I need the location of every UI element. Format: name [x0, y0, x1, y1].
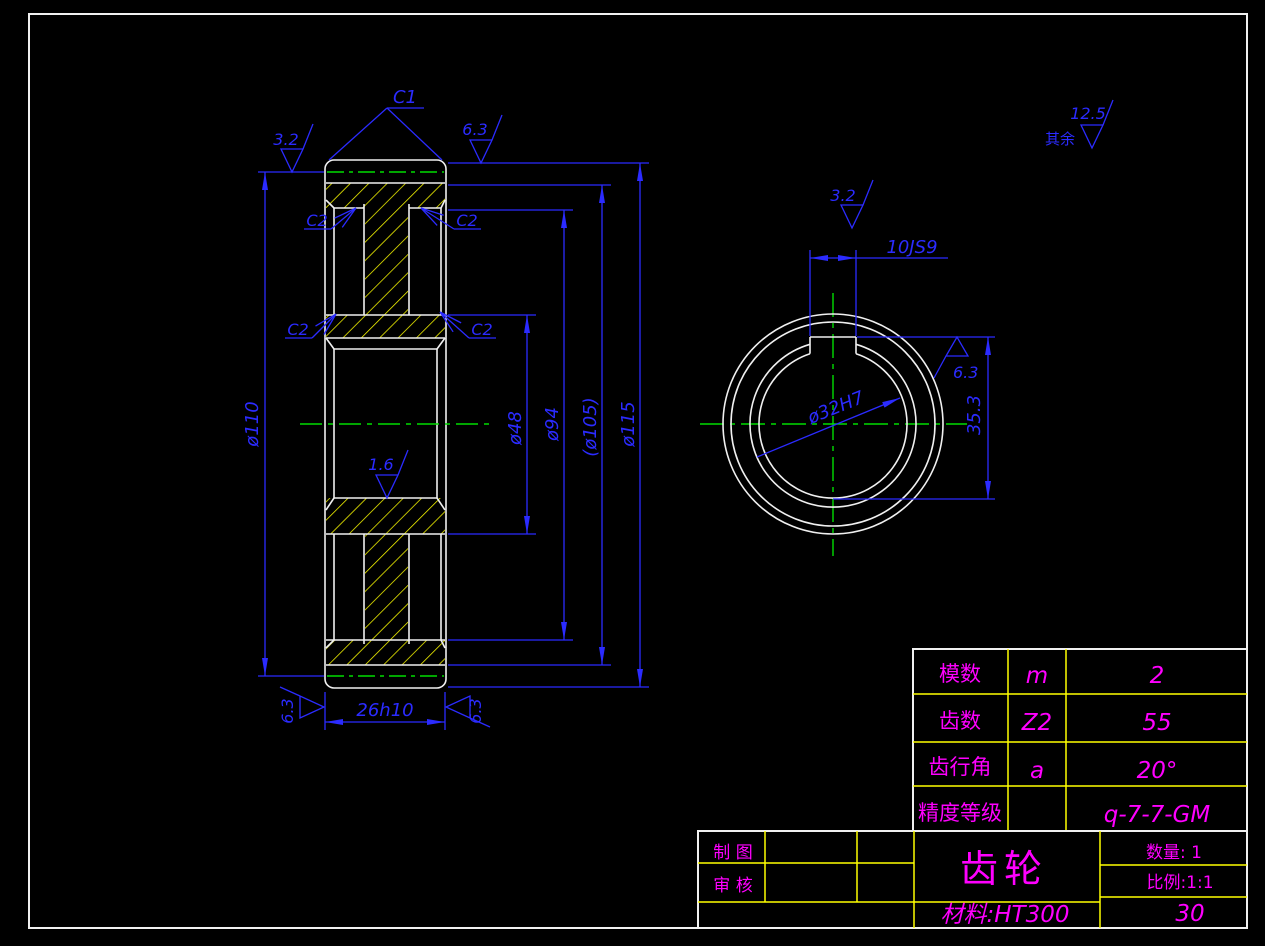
quantity-label: 数量: 1	[1146, 843, 1202, 863]
dim-pitch-diameter: ø110	[242, 401, 263, 447]
scale-label: 比例:1:1	[1146, 873, 1213, 893]
dimension-lines	[262, 163, 991, 725]
roughness-icon	[279, 123, 314, 174]
roughness-value: 12.5	[1070, 104, 1106, 123]
roughness-icon	[933, 335, 970, 379]
roughness-value: 1.6	[368, 455, 393, 474]
roughness-icon	[444, 694, 491, 728]
chamfer-callouts: C1 C2 C2 C2 C2	[285, 87, 496, 339]
roughness-icon	[374, 449, 409, 500]
leader-bore	[756, 397, 901, 458]
hub-circles	[722, 313, 944, 535]
dim-bore: ø32H7	[804, 387, 868, 429]
param-label: 模数	[939, 662, 981, 686]
roughness-value: 3.2	[273, 130, 298, 149]
dim-tip-diameter: ø115	[618, 401, 639, 447]
roughness-value: 6.3	[953, 363, 978, 382]
title-block: 制 图 审 核 齿轮 材料:HT300 数量: 1 比例:1:1 30	[697, 830, 1248, 929]
dim-face-width: 26h10	[356, 700, 413, 721]
param-symbol: m	[1026, 663, 1048, 689]
chamfer-c2-label: C2	[456, 211, 477, 230]
side-view	[700, 293, 967, 556]
param-symbol: Z2	[1021, 710, 1052, 736]
centerlines-front	[300, 171, 495, 677]
part-name: 齿轮	[960, 847, 1048, 891]
param-value: 55	[1142, 710, 1171, 736]
bore-circle	[758, 352, 908, 499]
sheet-frame	[28, 13, 1248, 929]
roughness-value: 3.2	[830, 186, 855, 205]
rest-roughness-label: 其余	[1045, 130, 1075, 148]
parameter-table: 模数 m 2 齿数 Z2 55 齿行角 a 20° 精度等级 q-7-7-GM	[912, 648, 1248, 832]
roughness-value: 6.3	[462, 120, 487, 139]
dim-keyway-height: 35.3	[964, 395, 985, 435]
param-value: 20°	[1137, 758, 1178, 784]
param-label: 齿数	[939, 709, 981, 733]
chamfer-c2-label: C2	[471, 320, 492, 339]
param-value: 2	[1150, 663, 1165, 689]
roughness-icon	[468, 114, 503, 165]
param-symbol: a	[1030, 758, 1044, 784]
checked-by-label: 审 核	[713, 876, 752, 896]
roughness-symbols: 3.2 6.3 1.6 3.2 12.5 其余 6.3 6.3 6.3	[273, 99, 1114, 728]
param-value: q-7-7-GM	[1104, 802, 1211, 828]
roughness-icon	[839, 179, 874, 230]
hub-chamfer-circle	[730, 321, 936, 527]
dim-hub-diameter: ø48	[505, 411, 526, 446]
bore-chamfer-circle	[749, 343, 917, 508]
material-label: 材料:HT300	[941, 902, 1070, 928]
param-label: 齿行角	[929, 755, 992, 779]
roughness-value: 6.3	[278, 698, 297, 723]
dim-keyway-width: 10JS9	[886, 237, 937, 258]
section-hatching	[326, 183, 445, 665]
roughness-icon	[1079, 99, 1114, 150]
hub-outer-circle	[722, 313, 944, 535]
param-label: 精度等级	[918, 801, 1002, 825]
roughness-value: 6.3	[466, 698, 485, 723]
chamfer-c1-label: C1	[393, 87, 417, 108]
chamfer-c2-label: C2	[306, 211, 327, 230]
chamfer-c2-label: C2	[287, 320, 308, 339]
sheet-number: 30	[1175, 901, 1204, 927]
front-section-view	[300, 159, 495, 689]
roughness-icon	[279, 686, 326, 720]
drawn-by-label: 制 图	[713, 843, 752, 863]
dim-root-diameter: (ø105)	[580, 397, 601, 456]
dim-web-diameter: ø94	[542, 407, 563, 442]
centerlines-side	[700, 293, 967, 556]
